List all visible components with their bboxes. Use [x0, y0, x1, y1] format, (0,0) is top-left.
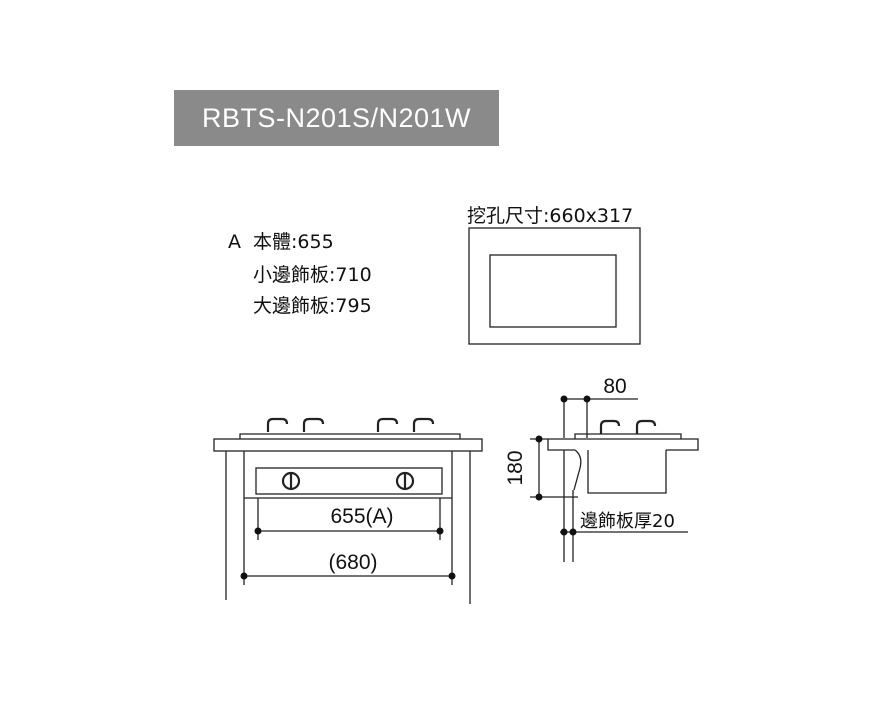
knob-right-icon — [395, 471, 415, 491]
control-panel — [255, 467, 443, 495]
dim-label-180: 180 — [504, 450, 527, 485]
cutout-label: 挖孔尺寸:660x317 — [467, 205, 633, 227]
side-top-rim — [574, 433, 682, 439]
spec-small-trim: 小邊飾板:710 — [253, 264, 372, 286]
dim-label-trim: 邊飾板厚20 — [580, 511, 675, 532]
pan-support-left-2 — [302, 417, 325, 432]
spec-body-size: 本體:655 — [253, 231, 334, 253]
model-title: RBTS-N201S/N201W — [174, 90, 499, 146]
pan-support-left-1 — [266, 417, 289, 432]
cutout-outer-frame — [468, 227, 641, 345]
pan-support-right-1 — [376, 417, 399, 432]
pan-support-right-2 — [412, 417, 435, 432]
side-pan-support-2 — [635, 419, 657, 434]
dim-label-80: 80 — [603, 375, 626, 398]
knob-left-icon — [281, 471, 301, 491]
spec-prefix: A — [228, 231, 241, 253]
front-view: 655(A) (680) — [213, 417, 483, 604]
top-plate-rim — [239, 433, 461, 439]
side-front-bezel — [573, 449, 582, 491]
top-plate — [213, 438, 483, 452]
side-view: 80 180 邊飾板厚20 — [504, 375, 699, 562]
side-top-plate — [548, 438, 699, 451]
spec-large-trim: 大邊飾板:795 — [253, 295, 372, 317]
cutout-hole — [489, 254, 617, 328]
side-pan-support-1 — [599, 419, 621, 434]
side-body — [587, 450, 667, 494]
dim-label-680: (680) — [328, 551, 377, 574]
dim-label-655: 655(A) — [330, 505, 393, 528]
